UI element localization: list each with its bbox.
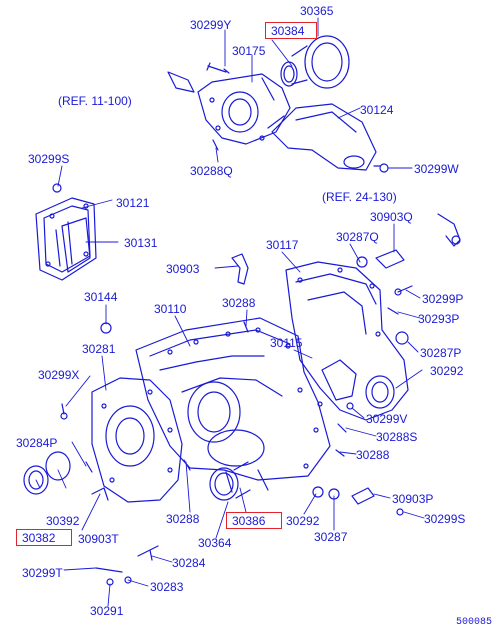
label-30121: 30121 xyxy=(116,196,150,210)
label-30293p: 30293P xyxy=(418,312,460,326)
label-30131: 30131 xyxy=(124,236,158,250)
label-30115: 30115 xyxy=(270,336,303,350)
label-30903p: 30903P xyxy=(392,492,434,506)
label-30287: 30287 xyxy=(314,530,348,544)
label-30288-low: 30288 xyxy=(166,512,200,526)
label-30299y: 30299Y xyxy=(190,18,232,32)
label-30288-mid: 30288 xyxy=(222,296,256,310)
label-30299v: 30299V xyxy=(366,412,408,426)
adapter-housing-left xyxy=(23,322,183,586)
label-30284p: 30284P xyxy=(16,436,58,450)
brackets xyxy=(231,213,461,285)
label-30299s-low: 30299S xyxy=(424,512,466,526)
label-30288-right: 30288 xyxy=(356,448,390,462)
label-30292-right: 30292 xyxy=(430,364,464,378)
label-30117: 30117 xyxy=(266,238,299,252)
label-30288q: 30288Q xyxy=(190,164,233,178)
label-30382: 30382 xyxy=(22,531,56,545)
label-30288s: 30288S xyxy=(376,430,418,444)
transfer-case-right xyxy=(285,261,413,516)
label-30299t: 30299T xyxy=(22,566,63,580)
label-30281: 30281 xyxy=(82,342,116,356)
highlight-30386 xyxy=(226,512,282,529)
label-30292-low: 30292 xyxy=(286,514,320,528)
label-30110: 30110 xyxy=(154,302,187,316)
drawing-code: 500085 xyxy=(455,617,492,628)
label-30287p: 30287P xyxy=(420,346,462,360)
label-30124: 30124 xyxy=(360,103,394,117)
label-30299s-top: 30299S xyxy=(28,152,70,166)
label-30903: 30903 xyxy=(166,262,200,276)
side-cover-and-gasket xyxy=(35,183,97,281)
label-ref-11-100: (REF. 11-100) xyxy=(58,94,132,108)
label-30386: 30386 xyxy=(232,514,266,528)
label-30291: 30291 xyxy=(90,604,124,618)
label-30365: 30365 xyxy=(300,4,334,18)
label-30287q: 30287Q xyxy=(336,230,379,244)
label-30364: 30364 xyxy=(198,536,232,550)
label-30175: 30175 xyxy=(232,44,266,58)
leader-lines xyxy=(35,17,425,607)
transfer-case-center xyxy=(135,317,331,501)
label-30284: 30284 xyxy=(172,556,206,570)
label-30299p: 30299P xyxy=(422,292,464,306)
label-30283: 30283 xyxy=(150,580,184,594)
label-30144: 30144 xyxy=(84,290,118,304)
label-30384: 30384 xyxy=(271,24,305,38)
label-30299x: 30299X xyxy=(38,368,80,382)
top-housing-assembly xyxy=(167,35,389,173)
label-30392: 30392 xyxy=(46,514,80,528)
highlight-30382 xyxy=(16,529,72,546)
label-30299w: 30299W xyxy=(414,162,459,176)
highlight-30384 xyxy=(265,22,317,39)
label-ref-24-130: (REF. 24-130) xyxy=(322,190,397,204)
label-30903q: 30903Q xyxy=(370,210,413,224)
label-30903t: 30903T xyxy=(78,532,119,546)
